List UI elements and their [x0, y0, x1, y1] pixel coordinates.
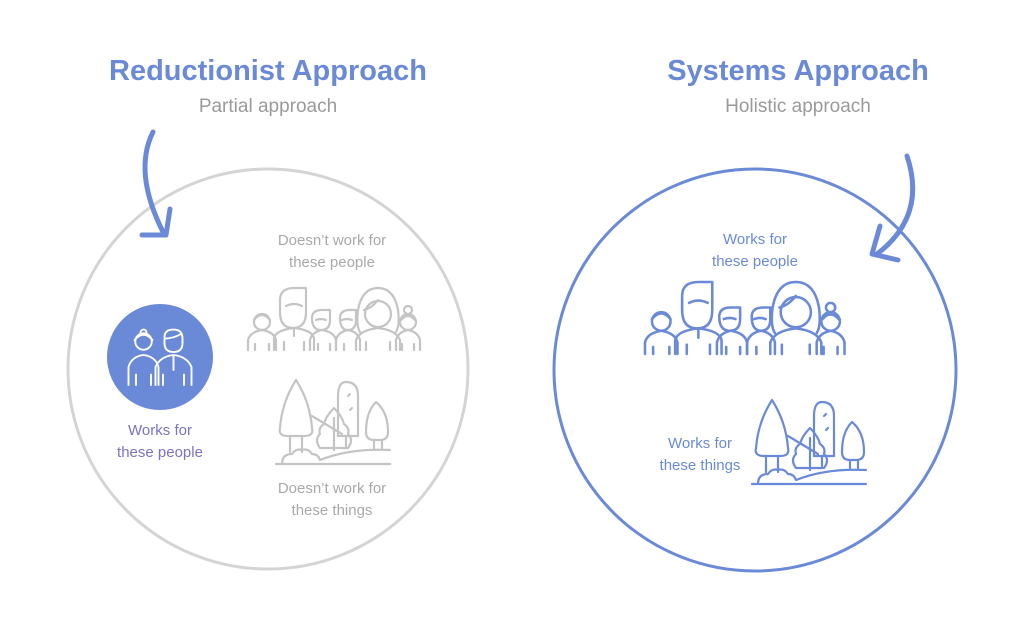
label-line: Works for [723, 231, 787, 248]
people-group-icon [643, 280, 846, 356]
label-line: these people [712, 253, 798, 270]
trees-icon [274, 378, 392, 466]
people-works-label: Works for these people [90, 420, 230, 464]
label-line: these people [289, 254, 375, 271]
label-line: Works for [668, 435, 732, 452]
systems-things-label: Works for these things [630, 433, 770, 477]
label-line: Works for [128, 422, 192, 439]
systems-people-label: Works for these people [685, 229, 825, 273]
systems-title: Systems Approach [667, 55, 929, 87]
reductionist-subtitle: Partial approach [198, 96, 338, 117]
reductionist-title: Reductionist Approach [109, 55, 427, 87]
systems-circle [552, 167, 958, 573]
systems-subtitle: Holistic approach [725, 96, 871, 117]
right-arrow-icon [874, 153, 916, 257]
left-arrowhead-icon [139, 206, 173, 238]
label-line: these things [659, 457, 741, 474]
label-line: Doesn’t work for [277, 232, 387, 249]
works-people-highlight [107, 304, 213, 410]
right-arrowhead-icon [869, 223, 901, 263]
reductionist-circle [66, 167, 470, 571]
people-group-icon [246, 286, 422, 352]
label-line: Doesn’t work for [277, 480, 387, 497]
things-not-label: Doesn’t work for these things [252, 478, 412, 522]
people-not-label: Doesn’t work for these people [252, 230, 412, 274]
two-people-icon [127, 328, 193, 386]
label-line: these things [291, 502, 373, 519]
label-line: these people [117, 444, 203, 461]
left-arrow-icon [142, 129, 166, 235]
